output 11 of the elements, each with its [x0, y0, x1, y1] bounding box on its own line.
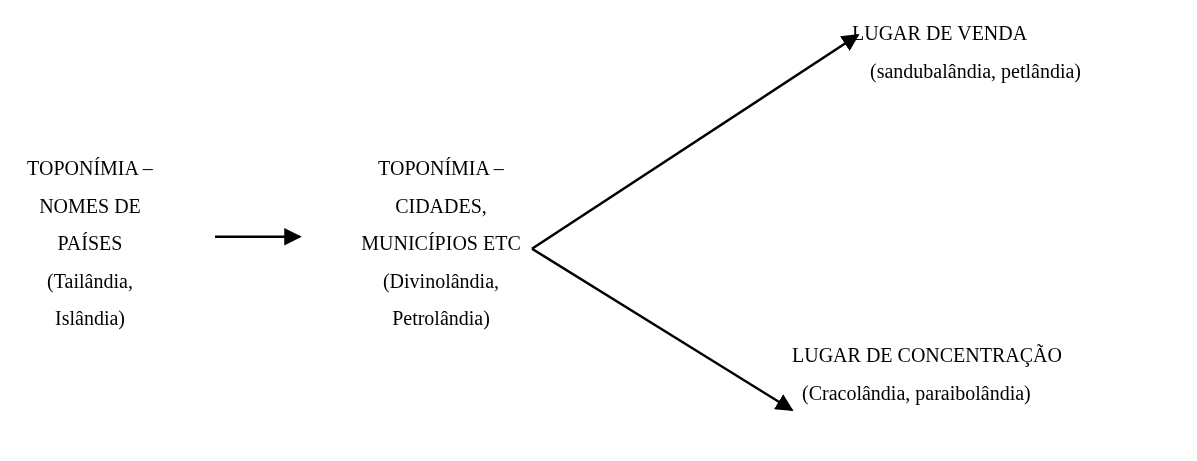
- arrow: [531, 247, 794, 412]
- node-title: TOPONÍMIA – CIDADES, MUNICÍPIOS ETC: [360, 156, 522, 256]
- examples-text: (Tailândia, Islândia): [46, 268, 134, 332]
- examples-text: (sandubalândia, petlândia): [870, 58, 1083, 85]
- arrow: [215, 228, 302, 246]
- examples-text: (Cracolândia, paraibolândia): [802, 380, 1032, 407]
- node-title: TOPONÍMIA – NOMES DE PAÍSES: [26, 156, 154, 256]
- examples-text: (Divinolândia, Petrolândia): [381, 268, 501, 332]
- node-title: LUGAR DE VENDA: [852, 21, 1029, 46]
- arrow: [531, 33, 860, 250]
- node-title: LUGAR DE CONCENTRAÇÃO: [792, 343, 1063, 369]
